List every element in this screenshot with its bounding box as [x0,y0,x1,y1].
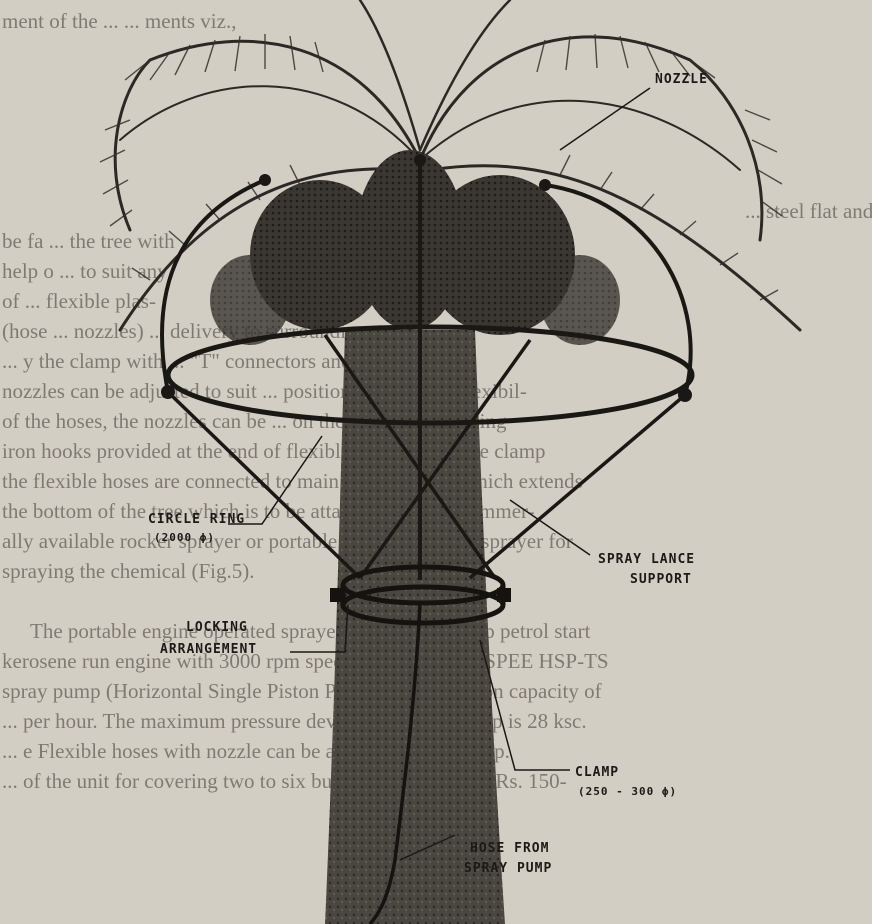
clamp-label: CLAMP [575,765,619,781]
spray-lance-support-label: SUPPORT [630,572,692,588]
circle-ring-label: CIRCLE RING [148,512,245,528]
nozzle-label: NOZZLE [655,72,708,88]
circle-ring-size: (2000 ϕ) [154,530,215,546]
locking-label: LOCKING [186,620,248,636]
spray-pump-label: SPRAY PUMP [464,861,552,877]
fruit-bunches [210,150,620,345]
clamp-size: (250 - 300 ϕ) [578,784,677,800]
nozzle-pointer [560,88,650,150]
spray-lance-label: SPRAY LANCE [598,552,695,568]
locking-arrangement-label: ARRANGEMENT [160,642,257,658]
hose-label: HOSE FROM [470,841,549,857]
